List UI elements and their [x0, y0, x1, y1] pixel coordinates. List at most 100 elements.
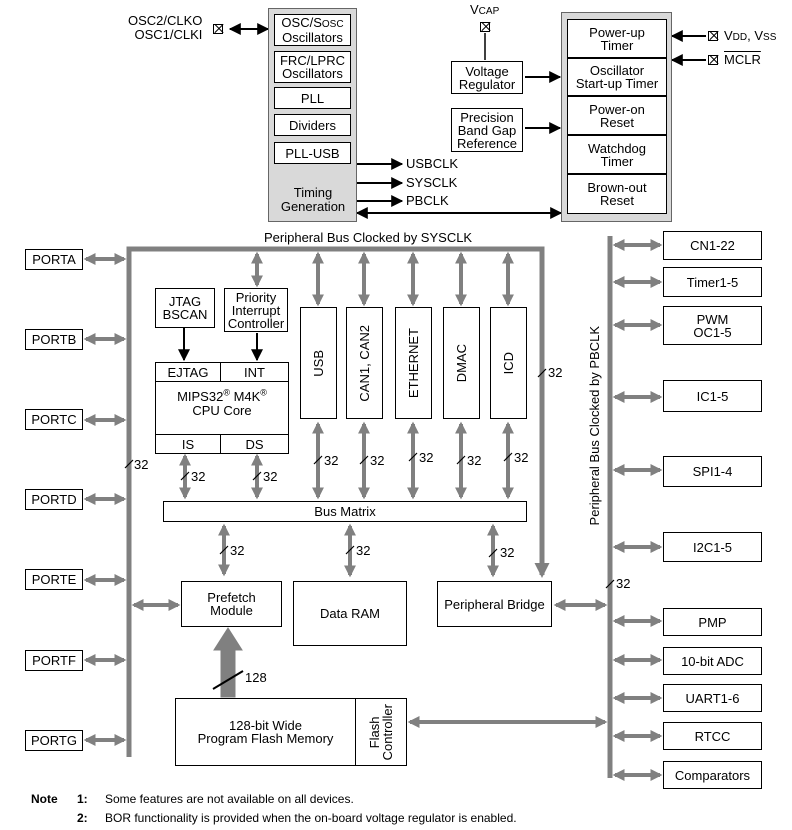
- sysclk-label: SYSCLK: [406, 175, 458, 190]
- bor-reset-label: Reset: [600, 193, 634, 208]
- cpu-reg-2: ®: [260, 387, 267, 398]
- comparators-peripheral: Comparators: [663, 761, 762, 789]
- bus-width-slashes: [124, 368, 615, 690]
- flash-name-label: Program Flash Memory: [197, 731, 334, 746]
- ds-port: DS: [220, 434, 289, 454]
- port-b: PORTB: [25, 329, 83, 350]
- interrupt-label: Interrupt: [231, 302, 281, 318]
- bor-label: Brown-out: [587, 180, 647, 195]
- reference-label: Reference: [457, 135, 517, 151]
- flash-controller-box: Flash Controller: [355, 698, 407, 766]
- por-box: Power-on Reset: [567, 96, 667, 135]
- cpu-mips: MIPS32: [177, 389, 224, 404]
- peripheral-arrows: [612, 239, 663, 781]
- mclr-label: MCLR: [724, 52, 761, 67]
- osc2-clko-label: OSC2/CLKO: [128, 13, 203, 28]
- vdd-pin-icon: [708, 31, 718, 41]
- flash-controller-label: Flash Controller: [367, 704, 395, 760]
- voltage-label: Voltage: [465, 63, 509, 79]
- timing-generation-label: Timing Generation: [278, 186, 348, 214]
- bscan-label: BSCAN: [162, 307, 208, 322]
- width-label-prefetch: 32: [230, 543, 245, 558]
- width-label-flash: 128: [245, 670, 267, 685]
- vdd-sub: DD: [732, 32, 748, 43]
- oc-label: OC1-5: [693, 324, 732, 340]
- osc1-clki-label: OSC1/CLKI: [134, 27, 203, 42]
- voltage-regulator-box: Voltage Regulator: [451, 61, 523, 94]
- regulator-label: Regulator: [458, 76, 516, 92]
- powerup-label: Power-up: [589, 24, 645, 40]
- width-label-ds: 32: [263, 469, 278, 484]
- jtag-label: JTAG: [168, 294, 202, 309]
- note-2-number: 2:: [77, 811, 88, 825]
- program-flash-box: 128-bit Wide Program Flash Memory: [175, 698, 356, 766]
- usb-master: USB: [300, 307, 337, 419]
- prefetch-module-box: Prefetch Module: [181, 581, 282, 627]
- por-reset-label: Reset: [600, 114, 634, 130]
- cpu-name-label: MIPS32® M4K® CPU Core: [155, 387, 289, 418]
- cn-peripheral: CN1-22: [663, 231, 762, 260]
- wdt-timer-label: Timer: [600, 153, 634, 169]
- pmp-peripheral: PMP: [663, 608, 762, 636]
- width-label-sysclk-bus: 32: [134, 457, 149, 472]
- wdt-box: Watchdog Timer: [567, 135, 667, 174]
- jtag-bscan-box: JTAG BSCAN: [155, 288, 215, 328]
- icd-label: ICD: [501, 351, 516, 375]
- frc-oscillators-label: Oscillators: [282, 66, 343, 81]
- ost-label: Oscillator: [589, 63, 645, 78]
- priority-interrupt-box: Priority Interrupt Controller: [224, 288, 288, 332]
- frc-lprc-oscillators: FRC/LPRC Oscillators: [274, 51, 351, 83]
- can-label: CAN1, CAN2: [357, 324, 372, 402]
- note-heading: Note: [31, 792, 58, 806]
- data-ram-box: Data RAM: [293, 581, 407, 646]
- wdt-label: Watchdog: [587, 140, 647, 156]
- mclr-pin-icon: [708, 55, 718, 65]
- width-label-ethernet: 32: [419, 450, 434, 465]
- icd-master: ICD: [490, 307, 527, 419]
- cpu-reg-1: ®: [223, 387, 230, 398]
- powerup-timer-label: Timer: [600, 37, 634, 53]
- bus-matrix: Bus Matrix: [163, 501, 527, 522]
- osc-label: OSC/S: [281, 15, 322, 30]
- osc-suffix: OSC: [321, 19, 344, 30]
- ejtag-port: EJTAG: [155, 362, 221, 382]
- priority-label: Priority: [235, 289, 277, 305]
- width-label-can: 32: [370, 453, 385, 468]
- vdd-v: V: [724, 28, 733, 43]
- dividers-box: Dividers: [274, 114, 351, 136]
- port-c: PORTC: [25, 409, 83, 430]
- controller-label: Controller: [227, 315, 285, 331]
- bor-box: Brown-out Reset: [567, 174, 667, 214]
- module-label: Module: [210, 603, 253, 618]
- adc-peripheral: 10-bit ADC: [663, 647, 762, 675]
- ost-timer-label: Start-up Timer: [575, 76, 659, 91]
- width-label-bridge-bus: 32: [548, 365, 563, 380]
- usb-label: USB: [311, 349, 326, 377]
- note-2-text: BOR functionality is provided when the o…: [105, 811, 517, 825]
- note-1-text: Some features are not available on all d…: [105, 792, 354, 806]
- dmac-label: DMAC: [454, 343, 469, 383]
- ic-peripheral: IC1-5: [663, 380, 762, 412]
- osc-pin-labels: OSC2/CLKO OSC1/CLKI: [128, 14, 202, 42]
- flash-128-arrow: [213, 627, 243, 698]
- por-label: Power-on: [589, 101, 645, 117]
- vcap-pin-icon: [480, 22, 490, 32]
- usbclk-label: USBCLK: [406, 156, 459, 171]
- note-1-number: 1:: [77, 792, 88, 806]
- osc-sosc-oscillators: OSC/SOSC Oscillators: [274, 14, 351, 46]
- i2c-peripheral: I2C1-5: [663, 532, 762, 562]
- band-gap-label: Band Gap: [457, 122, 517, 138]
- uart-peripheral: UART1-6: [663, 684, 762, 712]
- peripheral-bridge-box: Peripheral Bridge: [437, 581, 552, 627]
- precision-label: Precision: [460, 109, 514, 125]
- vcap-sub: CAP: [478, 6, 500, 17]
- ethernet-master: ETHERNET: [395, 307, 432, 419]
- cpu-m4k: M4K: [229, 389, 261, 404]
- spi-peripheral: SPI1-4: [663, 456, 762, 487]
- width-label-pbclk-bus: 32: [616, 576, 631, 591]
- vss-v: , V: [747, 28, 764, 43]
- generation-label: Generation: [280, 199, 346, 214]
- vcap-label: VCAP: [470, 3, 499, 19]
- bandgap-reference-box: Precision Band Gap Reference: [451, 108, 523, 152]
- master-arrows: [131, 251, 608, 728]
